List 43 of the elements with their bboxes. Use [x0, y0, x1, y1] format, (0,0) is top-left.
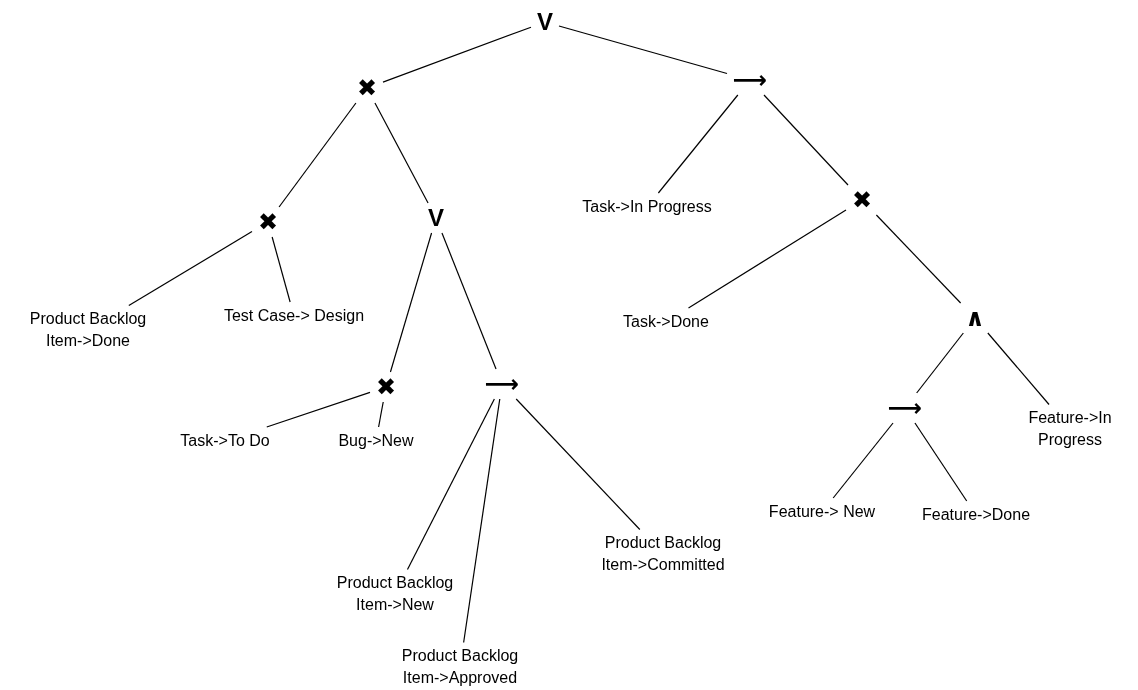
activity-label: Feature->Done: [915, 501, 1037, 529]
connector-line: [278, 102, 357, 208]
connector-line: [128, 231, 253, 307]
operator-symbol: ∧: [959, 303, 991, 333]
connector-line: [374, 102, 429, 204]
connector-line: [832, 422, 894, 499]
activity-label: Product Backlog Item->Done: [14, 305, 162, 355]
operator-symbol: ⟶: [881, 393, 929, 423]
activity-label: Task->To Do: [174, 427, 276, 455]
operator-symbol: ✖: [845, 185, 879, 215]
connector-line: [389, 232, 433, 373]
connector-line: [378, 401, 384, 428]
activity-label: Feature->In Progress: [1014, 404, 1126, 454]
activity-label: Task->Done: [617, 308, 715, 336]
connector-line: [382, 26, 532, 83]
connector-line: [916, 332, 964, 394]
connector-line: [763, 94, 849, 186]
activity-label: Product Backlog Item->New: [321, 569, 469, 619]
connector-line: [463, 398, 501, 644]
activity-label: Task->In Progress: [576, 193, 718, 221]
operator-symbol: V: [531, 7, 559, 37]
connector-line: [987, 332, 1050, 406]
connector-line: [271, 236, 291, 303]
connector-line: [515, 398, 641, 531]
activity-label: Product Backlog Item->Committed: [589, 529, 737, 579]
activity-label: Bug->New: [332, 427, 420, 455]
connector-line: [441, 232, 497, 370]
operator-symbol: ✖: [251, 207, 285, 237]
operator-symbol: V: [422, 203, 450, 233]
operator-symbol: ✖: [350, 73, 384, 103]
activity-label: Product Backlog Item->Approved: [386, 642, 534, 690]
connector-line: [914, 422, 968, 502]
connector-line: [558, 25, 728, 75]
connector-line: [687, 209, 847, 309]
connector-line: [875, 214, 962, 304]
activity-label: Feature-> New: [762, 498, 882, 526]
connector-line: [266, 391, 371, 428]
operator-symbol: ⟶: [478, 369, 526, 399]
connector-line: [657, 94, 739, 194]
operator-symbol: ⟶: [726, 65, 774, 95]
operator-symbol: ✖: [369, 372, 403, 402]
connector-line: [406, 398, 495, 571]
activity-label: Test Case-> Design: [217, 302, 371, 330]
